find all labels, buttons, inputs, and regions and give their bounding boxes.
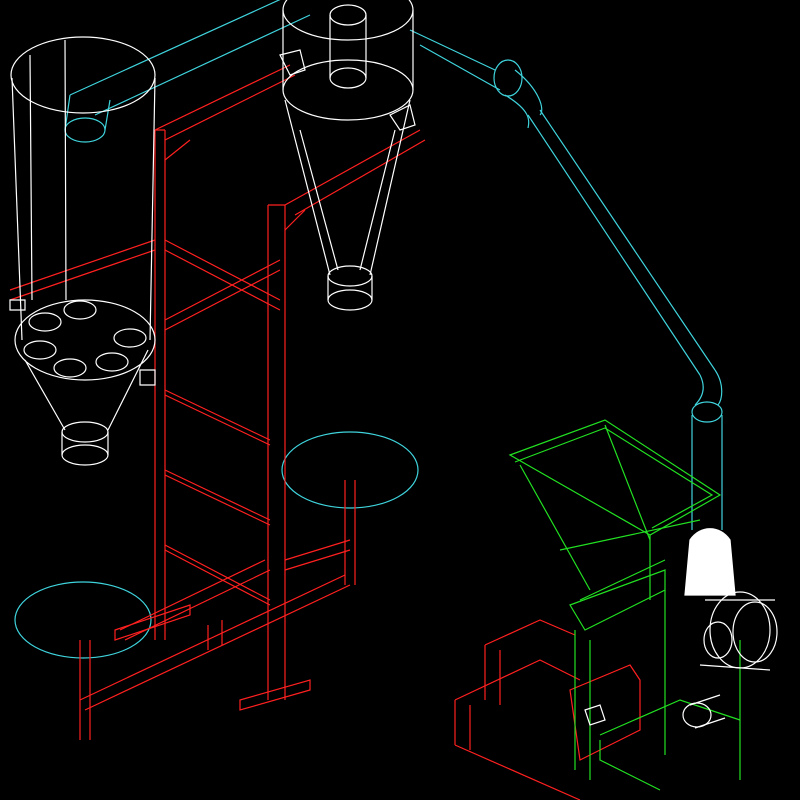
cyclone-center bbox=[279, 0, 416, 311]
duct-pipe-top bbox=[64, 0, 723, 530]
blower-fan bbox=[584, 528, 778, 729]
cyclone-left bbox=[9, 36, 156, 466]
cyan-disc-left bbox=[14, 581, 152, 659]
cyan-disc-right bbox=[281, 431, 419, 509]
green-hopper bbox=[508, 419, 741, 791]
